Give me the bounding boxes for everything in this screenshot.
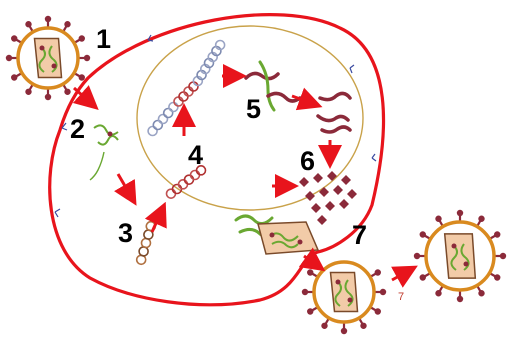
step-2-label: 2 — [70, 114, 85, 144]
integrase-dot — [108, 132, 113, 137]
step-1-label: 1 — [96, 24, 111, 54]
virus-particle-icon — [6, 16, 90, 100]
released-virus-icon — [414, 210, 506, 302]
arrow-1-to-2 — [74, 88, 92, 104]
step-4-label: 4 — [188, 140, 203, 170]
host-dna-icon — [148, 41, 225, 136]
arrow-2-to-3 — [118, 174, 132, 198]
arrow-3-to-4 — [152, 210, 162, 232]
protein-diamonds-icon — [299, 171, 357, 225]
budding-virus-icon — [302, 262, 386, 334]
step-3-label: 3 — [118, 218, 133, 248]
step-6-label: 6 — [300, 146, 315, 176]
capsid-icon — [258, 222, 318, 254]
release-label: 7 — [398, 291, 404, 303]
step-5-label: 5 — [246, 94, 261, 124]
rna-strand-icon — [90, 125, 118, 180]
arrow-release — [392, 270, 410, 280]
step-7-label: 7 — [352, 220, 367, 250]
